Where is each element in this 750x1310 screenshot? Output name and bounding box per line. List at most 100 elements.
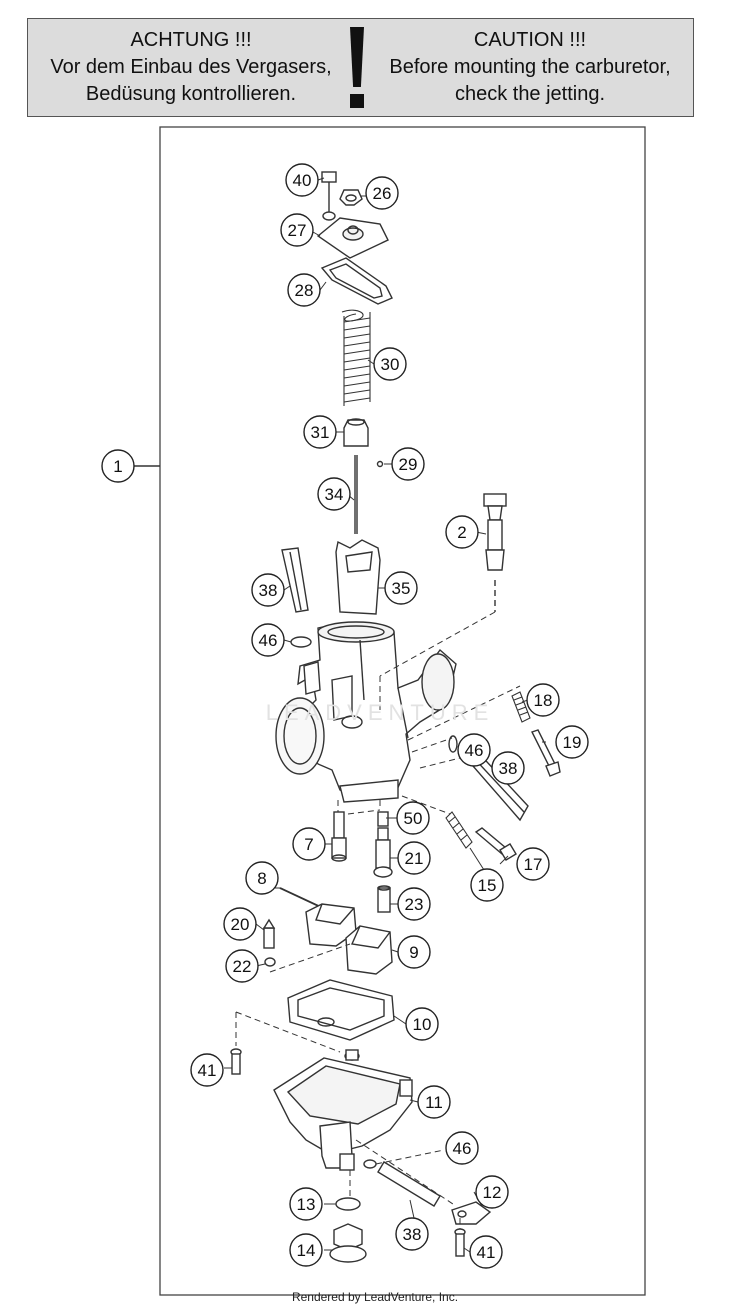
callout-26: 26 <box>365 176 399 210</box>
callout-34: 34 <box>317 477 351 511</box>
callout-label: 34 <box>325 485 344 504</box>
callout-label: 35 <box>392 579 411 598</box>
callout-label: 17 <box>524 855 543 874</box>
callout-label: 26 <box>373 184 392 203</box>
part-vent-tube-38c <box>377 1161 441 1207</box>
callout-label: 41 <box>477 1243 496 1262</box>
part-carburetor-body <box>275 621 457 803</box>
callout-8: 8 <box>245 861 279 895</box>
callout-circle <box>225 949 259 983</box>
part-float-9 <box>305 903 393 975</box>
callout-circle <box>365 176 399 210</box>
callout-circle <box>317 477 351 511</box>
callout-46a: 46 <box>251 623 285 657</box>
part-spring-30 <box>341 309 371 406</box>
callout-label: 50 <box>404 809 423 828</box>
callout-label: 7 <box>304 835 313 854</box>
callout-31: 31 <box>303 415 337 449</box>
callout-label: 38 <box>499 759 518 778</box>
callout-15: 15 <box>470 868 504 902</box>
callout-circle <box>445 515 479 549</box>
callout-12: 12 <box>475 1175 509 1209</box>
callout-circle <box>223 907 257 941</box>
part-screw-41b <box>454 1218 466 1257</box>
callout-label: 21 <box>405 849 424 868</box>
caution-english-title: CAUTION !!! <box>473 29 587 51</box>
callout-circle <box>417 1085 451 1119</box>
callout-label: 8 <box>257 869 266 888</box>
callout-41b: 41 <box>469 1235 503 1269</box>
callout-circle <box>470 868 504 902</box>
caution-german-line1: Vor dem Einbau des Vergasers, <box>50 56 332 78</box>
callout-22: 22 <box>225 949 259 983</box>
callout-circle <box>526 683 560 717</box>
callout-14: 14 <box>289 1233 323 1267</box>
part-float-needle-20 <box>262 918 276 949</box>
callout-38a: 38 <box>251 573 285 607</box>
callout-circle <box>491 751 525 785</box>
callout-label: 1 <box>113 457 122 476</box>
callout-label: 29 <box>399 455 418 474</box>
callout-circle <box>397 887 431 921</box>
caution-banner: ACHTUNG !!! Vor dem Einbau des Vergasers… <box>27 18 694 117</box>
callout-circle <box>289 1233 323 1267</box>
part-jet-23 <box>377 885 391 913</box>
callout-layer: 1278910111213141517181920212223262728293… <box>101 163 589 1269</box>
callout-40: 40 <box>285 163 319 197</box>
callout-circle <box>251 573 285 607</box>
callout-label: 46 <box>259 631 278 650</box>
callout-label: 19 <box>563 733 582 752</box>
caution-german-line2: Bedüsung kontrollieren. <box>85 83 297 105</box>
callout-circle <box>190 1053 224 1087</box>
callout-circle <box>101 449 135 483</box>
part-needle-34 <box>354 455 358 534</box>
callout-circle <box>391 447 425 481</box>
callout-circle <box>397 935 431 969</box>
callout-circle <box>475 1175 509 1209</box>
callout-17: 17 <box>516 847 550 881</box>
part-oring-46a <box>290 636 312 648</box>
callout-35: 35 <box>384 571 418 605</box>
callout-23: 23 <box>397 887 431 921</box>
callout-label: 13 <box>297 1195 316 1214</box>
part-cover-27 <box>316 217 389 259</box>
callout-38b: 38 <box>491 751 525 785</box>
callout-50: 50 <box>396 801 430 835</box>
callout-label: 46 <box>465 741 484 760</box>
part-slide-35 <box>335 539 381 615</box>
callout-circle <box>292 827 326 861</box>
callout-13: 13 <box>289 1187 323 1221</box>
callout-circle <box>280 213 314 247</box>
part-jet-50 <box>377 811 389 827</box>
part-oring-46c <box>363 1159 377 1169</box>
callout-circle <box>396 801 430 835</box>
callout-29: 29 <box>391 447 425 481</box>
callout-2: 2 <box>445 515 479 549</box>
callout-label: 18 <box>534 691 553 710</box>
part-needle-jet-21 <box>373 827 393 878</box>
caution-english-line1: Before mounting the carburetor, <box>389 56 671 78</box>
callout-circle <box>303 415 337 449</box>
part-screw-41a <box>230 1011 341 1075</box>
callout-7: 7 <box>292 827 326 861</box>
callout-circle <box>469 1235 503 1269</box>
callout-19: 19 <box>555 725 589 759</box>
part-vent-tube-38a <box>281 547 309 613</box>
callout-circle <box>245 861 279 895</box>
callout-circle <box>457 733 491 767</box>
part-bolt-40 <box>321 171 337 221</box>
part-clip-22 <box>264 957 276 967</box>
part-spring-18 <box>511 691 531 723</box>
callout-label: 41 <box>198 1061 217 1080</box>
callout-circle <box>397 841 431 875</box>
callout-circle <box>251 623 285 657</box>
part-clip-29 <box>376 460 384 468</box>
callout-circle <box>395 1217 429 1251</box>
callout-label: 23 <box>405 895 424 914</box>
callout-circle <box>287 273 321 307</box>
callout-10: 10 <box>405 1007 439 1041</box>
part-spring-15 <box>445 811 473 849</box>
caution-german: ACHTUNG !!! Vor dem Einbau des Vergasers… <box>34 27 348 108</box>
callout-20: 20 <box>223 907 257 941</box>
